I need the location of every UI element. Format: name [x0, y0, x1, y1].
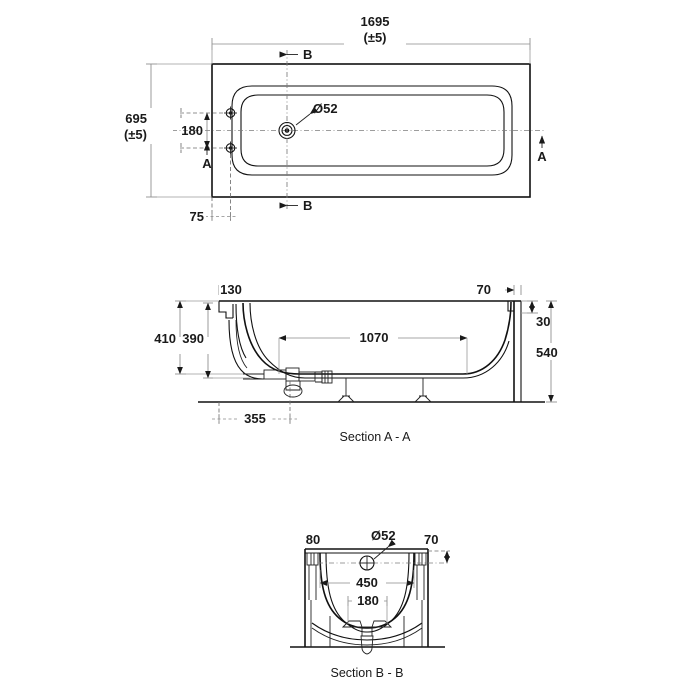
- tap-hole-upper-plan: [224, 106, 237, 120]
- section-bb-group: Ø52 80 70 450 180 Section B - B: [290, 528, 450, 680]
- dim-130-text-mask: [219, 281, 249, 299]
- plan-waste-diameter-label: Ø52: [313, 101, 338, 116]
- dim-355-label: 355: [244, 411, 266, 426]
- bowl-outer-bb: [325, 552, 410, 633]
- dim-1695-label: 1695: [361, 14, 390, 29]
- section-b-label-bottom: B: [303, 198, 312, 213]
- section-bb-caption: Section B - B: [331, 666, 404, 680]
- dim-70-text-mask-aa: [479, 281, 505, 299]
- dim-75-label: 75: [190, 209, 204, 224]
- left-rim-step-aa: [218, 301, 233, 319]
- dim-70-label-aa: 70: [477, 282, 491, 297]
- dim-450-text-mask: [350, 574, 386, 591]
- section-aa-caption: Section A - A: [340, 430, 412, 444]
- dim-1695-text-mask: [344, 12, 406, 46]
- dim-390-label: 390: [182, 331, 204, 346]
- dim-70-label-bb: 70: [424, 532, 438, 547]
- dim-450-label: 450: [356, 575, 378, 590]
- dim-75-text-mask: [182, 207, 206, 226]
- waste-trap-aa: [243, 367, 333, 398]
- section-aa-group: 1070 410 390 130 70 30: [154, 281, 558, 444]
- bath-bowl-plan: [240, 94, 505, 167]
- section-a-label-left: A: [202, 156, 212, 171]
- dim-410-label: 410: [154, 331, 176, 346]
- dim-355-text-mask: [238, 410, 272, 428]
- dim-695-label: 695: [125, 111, 147, 126]
- dim-130-label: 130: [220, 282, 242, 297]
- left-rim-block-bb: [306, 552, 319, 600]
- overflow-pipe-inner-aa: [228, 319, 264, 380]
- dim-540-label: 540: [536, 345, 558, 360]
- bowl-inner-bb: [319, 552, 415, 629]
- cradle-feet-bb: [310, 600, 423, 647]
- bath-outline-plan: [211, 63, 531, 198]
- section-a-label-right: A: [537, 149, 547, 164]
- dim-30-label: 30: [536, 314, 550, 329]
- bath-rim-inner-plan: [231, 85, 513, 176]
- dim-180-label-plan: 180: [181, 123, 203, 138]
- dim-695-text-mask: [125, 108, 173, 144]
- dim-1695-tolerance: (±5): [363, 30, 386, 45]
- dim-80-label: 80: [306, 532, 320, 547]
- right-rim-notch-aa: [507, 301, 514, 312]
- base-cradle-lower-bb: [311, 627, 423, 646]
- waste-outlet-bb: [360, 626, 374, 655]
- dim-1070-text-mask: [350, 328, 398, 347]
- tap-hole-lower-plan: [224, 141, 237, 155]
- bath-outer-profile-aa: [249, 302, 510, 379]
- bath-inner-profile-aa: [242, 301, 512, 375]
- dim-695-tolerance: (±5): [124, 127, 147, 142]
- overflow-pipe-mid-aa: [235, 319, 248, 369]
- waste-leader-bb: [373, 539, 396, 560]
- dim-180-label-bb: 180: [357, 593, 379, 608]
- overflow-pipe-outer-aa: [235, 303, 247, 359]
- dim-80-text-mask: [303, 531, 327, 548]
- dim-180-text-mask-bb: [352, 592, 384, 609]
- waste-leader-plan: [295, 106, 318, 126]
- right-rim-block-bb: [414, 552, 427, 600]
- bb-waste-diameter-label: Ø52: [371, 528, 396, 543]
- waste-hole-bb: [359, 555, 375, 571]
- base-plates-bb: [341, 620, 393, 628]
- support-legs-aa: [337, 378, 432, 403]
- base-cradle-bb: [311, 622, 423, 641]
- section-b-label-top: B: [303, 47, 312, 62]
- plan-view-group: Ø52 180 1695 (±5): [124, 12, 547, 226]
- dim-1070-label: 1070: [360, 330, 389, 345]
